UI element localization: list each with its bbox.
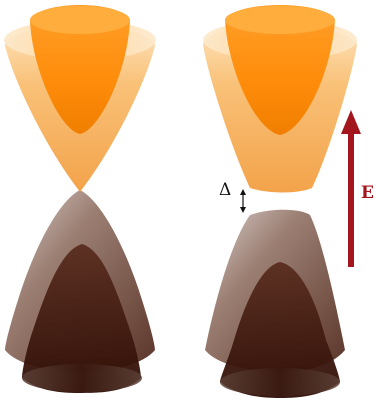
electric-field-label: E xyxy=(361,183,374,203)
gapped-panel: Δ xyxy=(203,5,357,398)
valence-band-gapped xyxy=(205,209,345,398)
conduction-band-gapless xyxy=(4,5,156,192)
electric-field-arrow xyxy=(341,110,361,267)
gap-label: Δ xyxy=(219,180,231,200)
gap-arrow xyxy=(240,189,246,213)
valence-band-gapless xyxy=(5,190,155,393)
gapless-panel xyxy=(4,5,156,393)
conduction-band-gapped xyxy=(203,5,357,193)
